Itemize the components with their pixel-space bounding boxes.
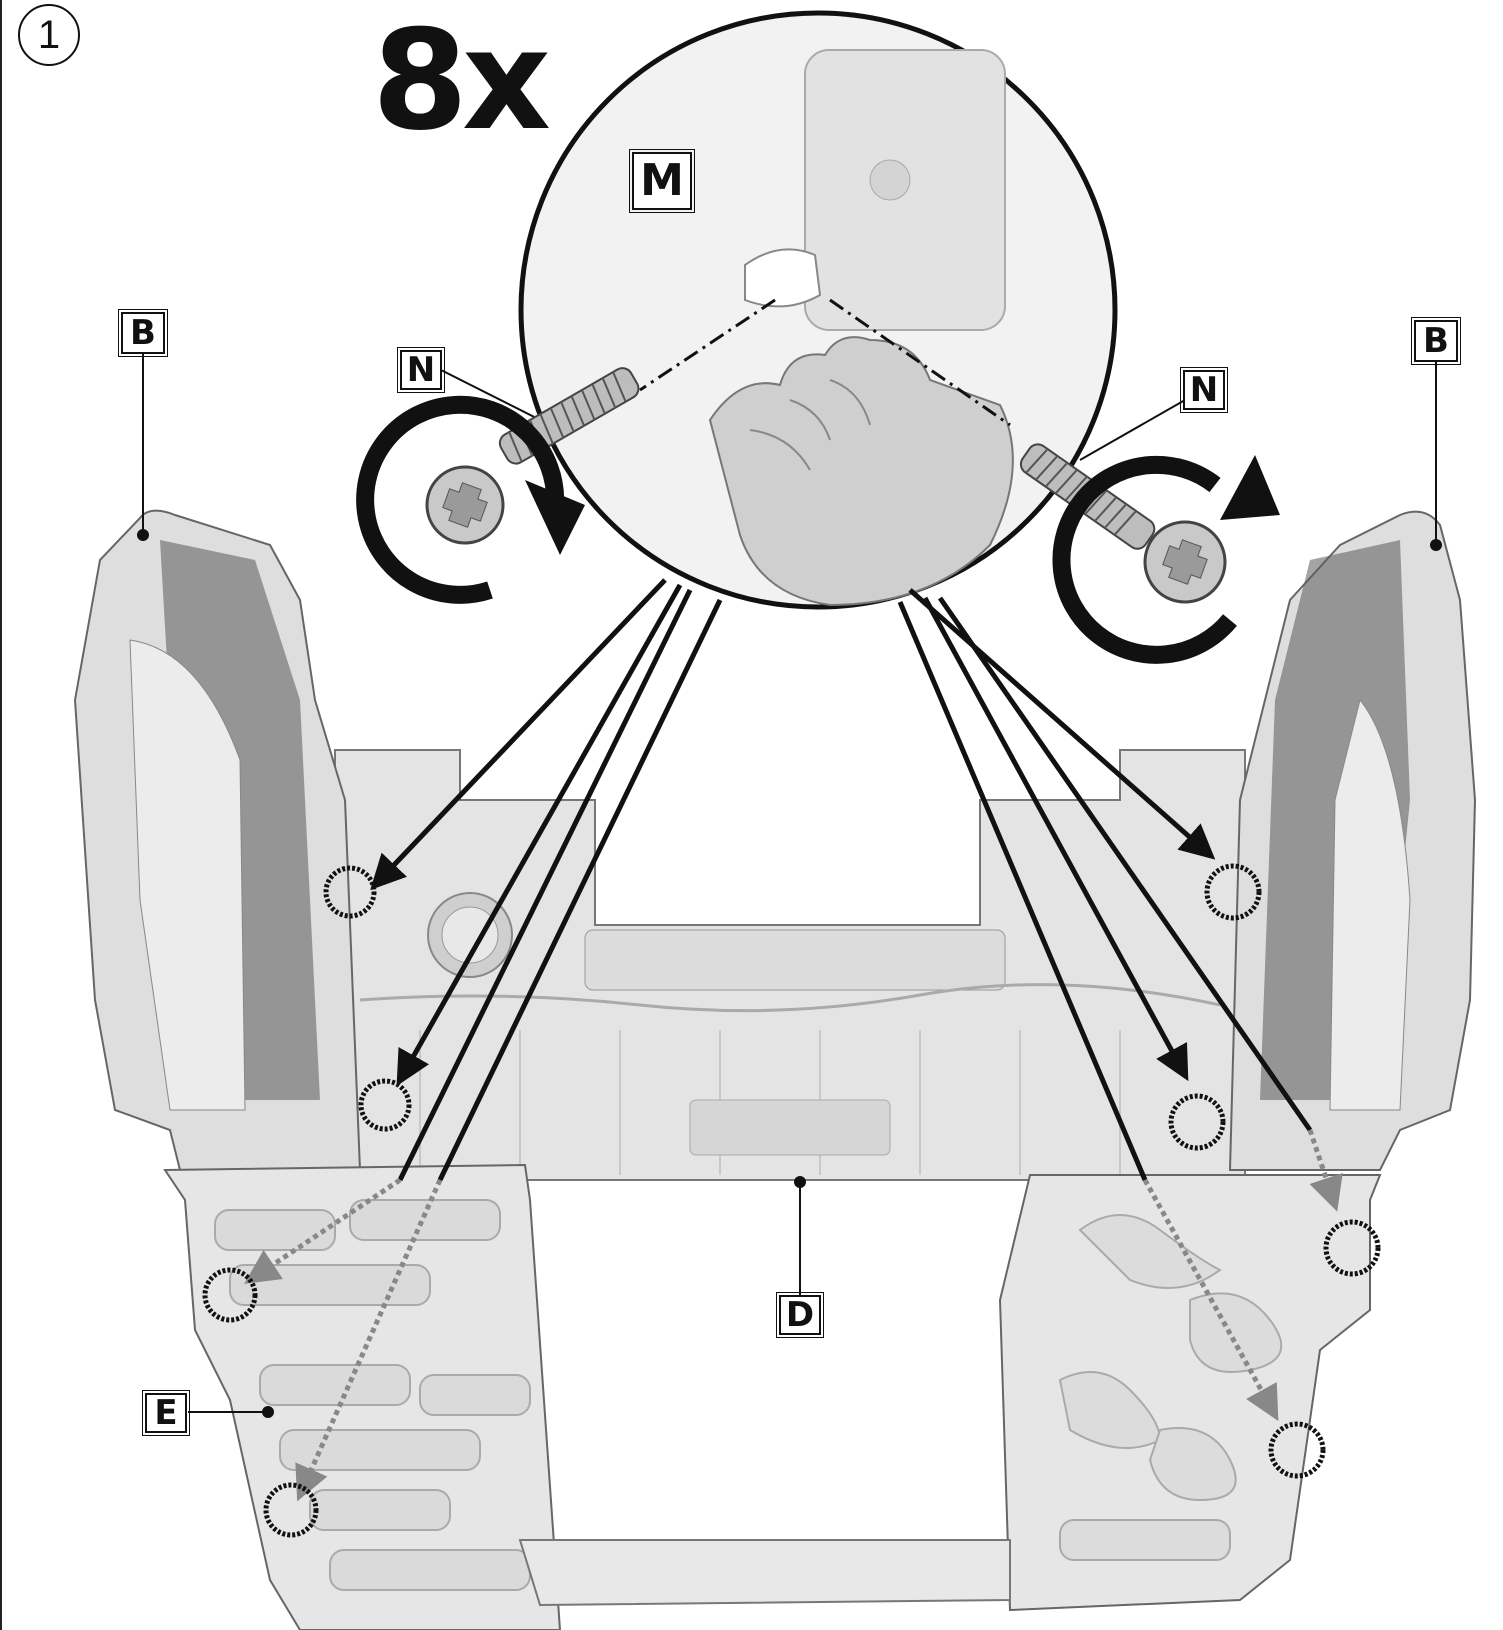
hidden-pointer-arrow-icon <box>244 1129 1343 1502</box>
detail-magnifier <box>518 10 1118 610</box>
part-label-b-left: B <box>118 309 168 357</box>
front-panel-e-right <box>998 1174 1382 1612</box>
side-panel-b-left <box>73 509 362 1171</box>
part-label-n-right: N <box>1180 367 1228 413</box>
page-border <box>0 0 2 1630</box>
clockwise-arrow-icon <box>356 395 565 604</box>
door-sill <box>518 1539 1011 1607</box>
hand <box>708 336 1014 607</box>
side-panel-b-right <box>1228 510 1477 1171</box>
pointer-arrow-icon <box>370 578 1216 1087</box>
part-label-n-left: N <box>397 347 445 393</box>
hole-target-icon <box>202 863 1381 1538</box>
part-label-b-right: B <box>1411 317 1461 365</box>
pointer-line <box>397 588 1313 1182</box>
quantity-label: 8x <box>372 0 551 161</box>
clip-m <box>744 248 822 308</box>
front-panel-e-left <box>163 1163 562 1630</box>
counterclockwise-arrow-icon <box>1052 455 1237 664</box>
part-label-m: M <box>629 149 695 213</box>
part-label-d: D <box>776 1292 824 1338</box>
step-number-badge: 1 <box>18 4 80 66</box>
part-label-e: E <box>142 1390 190 1436</box>
back-wall-panel-d <box>334 749 1246 1181</box>
